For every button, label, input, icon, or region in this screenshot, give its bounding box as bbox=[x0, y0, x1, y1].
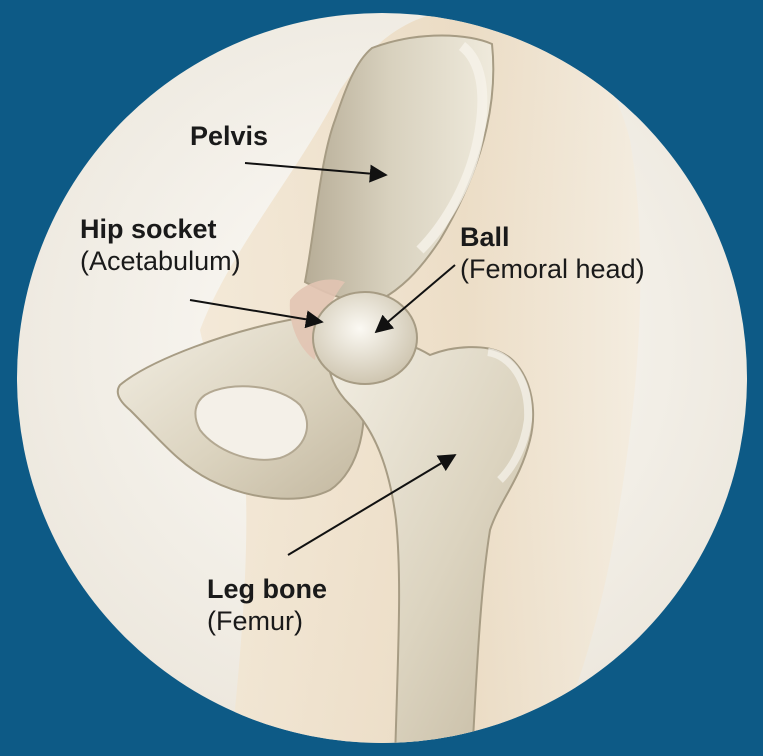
hip-socket-label: Hip socket (Acetabulum) bbox=[80, 213, 241, 277]
leg-bone-label-title: Leg bone bbox=[207, 573, 327, 605]
ball-label: Ball (Femoral head) bbox=[460, 221, 645, 285]
pelvis-label-title: Pelvis bbox=[190, 120, 268, 152]
leg-bone-label: Leg bone (Femur) bbox=[207, 573, 327, 637]
leg-bone-label-subtitle: (Femur) bbox=[207, 605, 327, 637]
pelvis-label: Pelvis bbox=[190, 120, 268, 152]
ball-label-title: Ball bbox=[460, 221, 645, 253]
ball-label-subtitle: (Femoral head) bbox=[460, 253, 645, 285]
hip-socket-label-subtitle: (Acetabulum) bbox=[80, 245, 241, 277]
femoral-head bbox=[313, 292, 417, 384]
hip-socket-label-title: Hip socket bbox=[80, 213, 241, 245]
